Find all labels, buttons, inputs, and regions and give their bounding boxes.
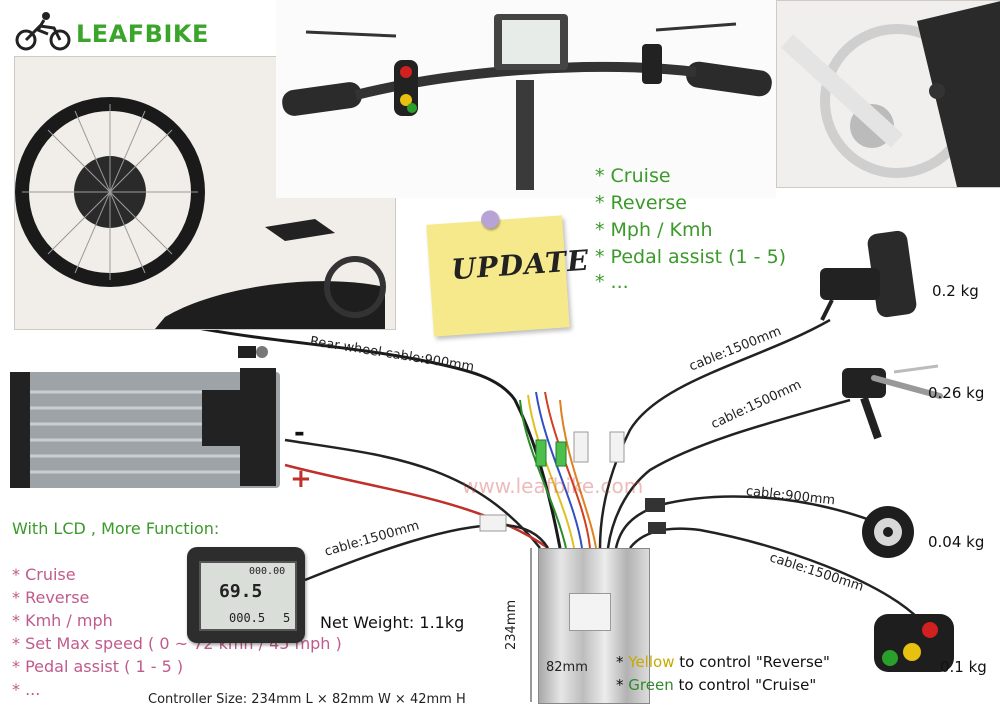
switch-note-green-rest: to control "Cruise" xyxy=(673,676,817,694)
pushpin-icon xyxy=(480,209,500,230)
lcd-trip: 000.5 xyxy=(229,611,266,625)
update-sticky-note: UPDATE xyxy=(426,209,590,337)
battery-positive-label: + xyxy=(290,464,312,494)
switch-note-green: * Green to control "Cruise" xyxy=(616,676,816,694)
battery-negative-label: - xyxy=(294,418,305,448)
lcd-feature-item: * Reverse xyxy=(12,588,90,607)
battery-key-icon xyxy=(236,340,270,362)
switch-note-yellow-prefix: * xyxy=(616,653,629,671)
switch-note-yellow: * Yellow to control "Reverse" xyxy=(616,653,830,671)
throttle-weight: 0.2 kg xyxy=(932,282,979,300)
motor-controller xyxy=(538,548,650,704)
lcd-cable xyxy=(304,523,550,582)
pas-weight: 0.04 kg xyxy=(928,533,985,551)
pas-sensor xyxy=(858,502,918,562)
controller-sticker xyxy=(569,593,611,631)
pas-cable xyxy=(614,495,871,549)
lcd-feature-item: * Cruise xyxy=(12,565,76,584)
lcd-screen: 000.00 69.5 000.5 5 xyxy=(199,561,297,631)
net-weight: Net Weight: 1.1kg xyxy=(320,613,465,632)
controller-width-label: 82mm xyxy=(546,660,588,675)
brake-weight: 0.26 kg xyxy=(928,384,985,402)
feature-top-item: * Cruise xyxy=(595,165,671,187)
rear-wheel-cable xyxy=(89,298,562,549)
lcd-odo: 000.00 xyxy=(249,566,286,577)
battery-negative-wire xyxy=(284,438,541,549)
lcd-feature-item: * Kmh / mph xyxy=(12,611,113,630)
lcd-feature-item: * Pedal assist ( 1 - 5 ) xyxy=(12,657,184,676)
controller-size: Controller Size: 234mm L × 82mm W × 42mm… xyxy=(148,692,466,707)
switch-note-yellow-word: Yellow xyxy=(628,653,675,671)
feature-top-item: * ... xyxy=(595,271,629,293)
battery-pack xyxy=(10,362,285,490)
battery-positive-wire xyxy=(284,463,549,550)
brake-lever xyxy=(834,358,944,442)
control-switch xyxy=(868,608,958,678)
switch-note-yellow-rest: to control "Reverse" xyxy=(674,653,830,671)
pas-sensor-photo xyxy=(776,0,1000,188)
switch-note-green-prefix: * xyxy=(616,676,629,694)
handlebar-photo xyxy=(276,0,776,198)
feature-top-item: * Reverse xyxy=(595,192,687,214)
brand-name: LEAFBIKE xyxy=(76,20,209,48)
lcd-feature-item: * ... xyxy=(12,680,41,699)
cyclist-icon xyxy=(15,12,71,51)
lcd-speed: 69.5 xyxy=(219,581,263,602)
lcd-level: 5 xyxy=(283,611,291,625)
throttle-cable xyxy=(598,318,831,549)
switch-weight: 0.1 kg xyxy=(940,658,987,676)
watermark: www.leafbike.com xyxy=(462,474,644,498)
switch-note-green-word: Green xyxy=(628,676,674,694)
throttle-grip xyxy=(812,228,932,328)
brake-cable xyxy=(606,398,851,549)
brand-logo: LEAFBIKE xyxy=(14,8,208,54)
controller-height-label: 234mm xyxy=(504,599,519,650)
lcd-section-title: With LCD , More Function: xyxy=(12,519,220,538)
feature-top-item: * Mph / Kmh xyxy=(595,219,713,241)
feature-top-item: * Pedal assist (1 - 5) xyxy=(595,246,787,268)
lcd-display: 000.00 69.5 000.5 5 xyxy=(187,547,305,643)
